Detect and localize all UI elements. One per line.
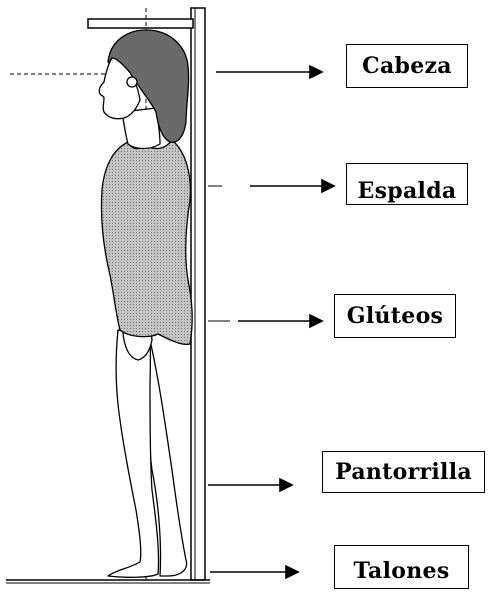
label-heels: Talones — [334, 545, 469, 589]
label-buttocks: Glúteos — [334, 294, 456, 338]
stadiometer-back-board — [191, 8, 205, 580]
arrow-right-icon — [208, 66, 334, 578]
label-head: Cabeza — [346, 44, 468, 88]
person-standing-profile-icon — [99, 30, 192, 577]
label-back: Espalda — [346, 163, 468, 205]
stadiometer-head-piece — [88, 19, 193, 28]
label-calf: Pantorrilla — [322, 451, 485, 493]
ear — [127, 77, 137, 87]
swimsuit-torso — [101, 140, 192, 344]
